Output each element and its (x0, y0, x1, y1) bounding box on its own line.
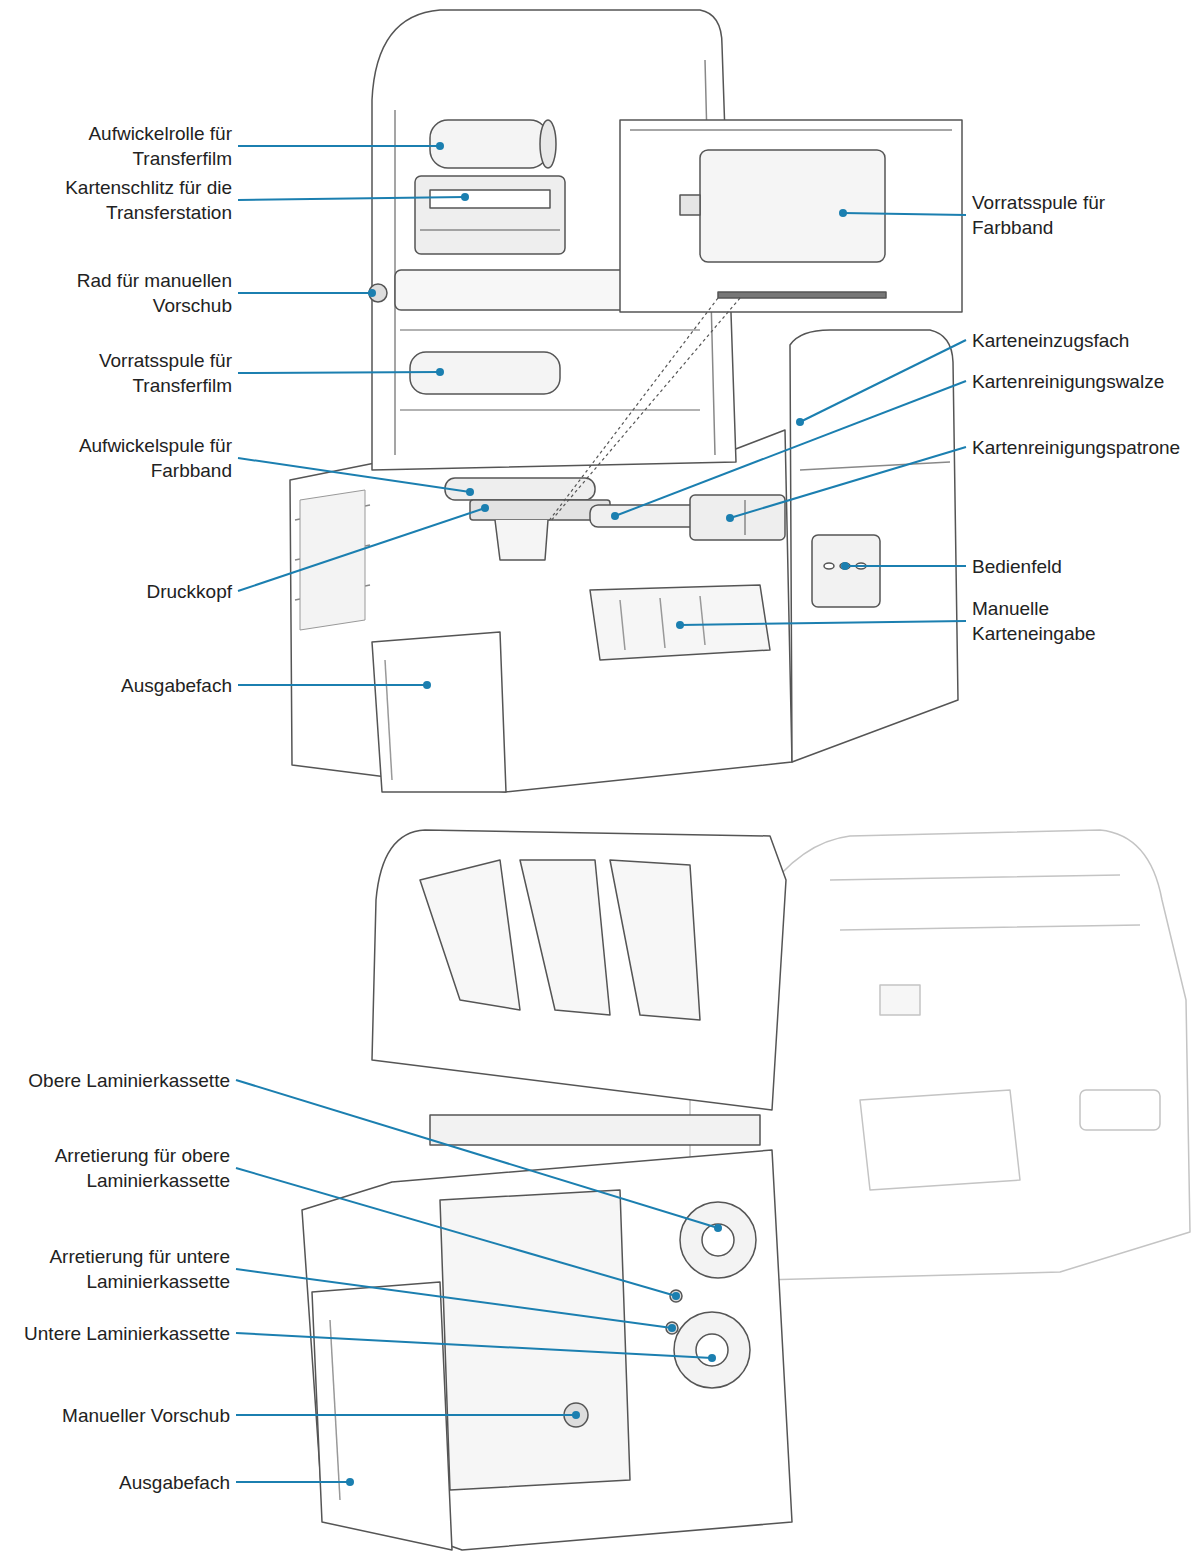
part-label: Druckkopf (42, 579, 232, 604)
part-label: Arretierung für untere Laminierkassette (15, 1244, 230, 1294)
part-label: Vorratsspule für Farbband (972, 190, 1187, 240)
part-label: Arretierung für obere Laminierkassette (15, 1143, 230, 1193)
part-label: Karteneinzugsfach (972, 328, 1187, 353)
part-label: Kartenschlitz für die Transferstation (42, 175, 232, 225)
part-label: Aufwickelrolle für Transferfilm (42, 121, 232, 171)
part-label: Kartenreinigungspatrone (972, 435, 1192, 460)
part-label: Ausgabefach (15, 1470, 230, 1495)
part-label: Manuelle Karteneingabe (972, 596, 1122, 646)
part-label: Untere Laminierkassette (15, 1321, 230, 1346)
part-label: Obere Laminierkassette (15, 1068, 230, 1093)
part-label: Kartenreinigungswalze (972, 369, 1192, 394)
part-label: Vorratsspule für Transferfilm (42, 348, 232, 398)
part-label: Rad für manuellen Vorschub (42, 268, 232, 318)
part-label: Manueller Vorschub (15, 1403, 230, 1428)
part-label: Ausgabefach (42, 673, 232, 698)
part-label: Bedienfeld (972, 554, 1187, 579)
part-label: Aufwickelspule für Farbband (42, 433, 232, 483)
